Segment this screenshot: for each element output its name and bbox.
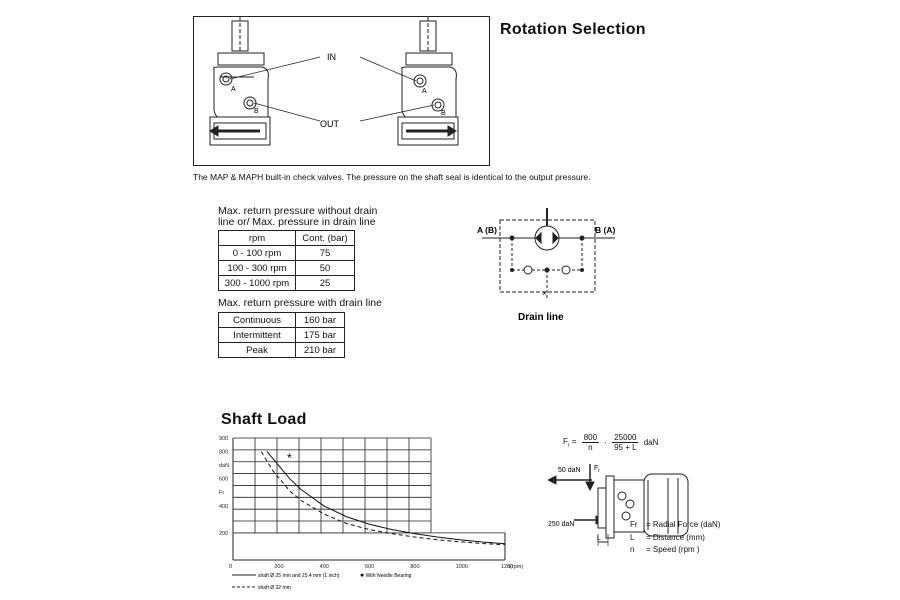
rotation-caption: The MAP & MAPH built-in check valves. Th… [193, 172, 591, 182]
needle-bearing-star: * [287, 451, 292, 465]
definition-text: = Speed (rpm ) [646, 545, 700, 554]
definition-row: L = Distance (mm) [630, 532, 720, 545]
y-tick-label: Fr [219, 490, 224, 496]
drain-mode: Peak [218, 342, 296, 358]
formula-frac2-den: 95 + L [614, 443, 637, 452]
table-row: Continuous 160 bar [218, 312, 345, 328]
port-a-right: A [422, 88, 427, 95]
rotation-diagram-frame: IN OUT A B A B [193, 16, 490, 166]
table-row: 100 - 300 rpm 50 [218, 260, 355, 276]
y-tick-label: 400 [219, 504, 228, 510]
check-valve-right [561, 265, 571, 275]
radial-force-diagram: 50 daN 250 daN Fr L [548, 464, 689, 546]
chart-legend: shaft Ø 25 mm and 25.4 mm (1 inch) ✱ Wit… [232, 571, 532, 598]
x-tick-label: 200 [274, 564, 283, 570]
port-b-left: B [254, 108, 259, 115]
force-bottom-label: 250 daN [548, 521, 574, 528]
formula-frac2-num: 25000 [612, 433, 639, 443]
x-tick-label: 1000 [456, 564, 468, 570]
drain-value: 175 bar [295, 327, 345, 343]
rpm-range: 0 - 100 rpm [218, 245, 296, 261]
shaft-load-title: Shaft Load [221, 411, 307, 428]
rpm-range: 300 - 1000 rpm [218, 275, 296, 291]
rotation-title: Rotation Selection [500, 21, 646, 38]
legend-dashed-label: shaft Ø 32 mm [258, 585, 291, 591]
definition-row: n = Speed (rpm ) [630, 544, 720, 557]
legend-solid-label: shaft Ø 25 mm and 25.4 mm (1 inch) [258, 573, 340, 579]
port-a-left: A [231, 86, 236, 93]
x-axis-label: n(rpm) [507, 564, 523, 570]
port-label-left: A (B) [477, 225, 497, 235]
y-tick-label: daN [219, 463, 229, 469]
motor-right-drawing [397, 17, 459, 146]
formula-lhs-sub: r [567, 442, 570, 449]
x-tick-label: 0 [229, 564, 232, 570]
drain-mode: Intermittent [218, 327, 296, 343]
definition-symbol: L [630, 532, 635, 542]
table-row: 300 - 1000 rpm 25 [218, 275, 355, 291]
rotation-diagram: IN OUT A B A B [209, 17, 459, 146]
formula-lhs: F [563, 436, 568, 446]
hydraulic-schematic: × A (B) B (A) Drain line [477, 208, 615, 323]
header-rpm: rpm [218, 230, 296, 246]
drain-mode: Continuous [218, 312, 296, 328]
port-b-right: B [441, 110, 446, 117]
leader-lines [229, 56, 435, 122]
drain-pressure-table: Continuous 160 bar Intermittent 175 bar … [218, 312, 345, 358]
definition-symbol: n [630, 545, 635, 554]
motor-symbol [534, 225, 560, 251]
rpm-range: 100 - 300 rpm [218, 260, 296, 276]
in-label: IN [327, 52, 336, 62]
radial-force-formula: Fr = 800 n · 25000 95 + L daN [563, 433, 658, 452]
port-label-right: B (A) [595, 225, 615, 235]
cont-value: 50 [295, 260, 355, 276]
force-top-label: 50 daN [558, 467, 581, 474]
x-tick-label: 1200 [501, 564, 513, 570]
table-row: Peak 210 bar [218, 342, 345, 358]
return-pressure-title-line2: line or/ Max. pressure in drain line [218, 216, 376, 228]
drain-value: 210 bar [295, 342, 345, 358]
y-tick-label: 800 [219, 450, 228, 456]
drain-pressure-title: Max. return pressure with drain line [218, 297, 382, 309]
series-line-solid [266, 451, 506, 545]
formula-eq: = [571, 436, 577, 446]
cont-value: 25 [295, 275, 355, 291]
table-row: Intermittent 175 bar [218, 327, 345, 343]
return-pressure-title: Max. return pressure without drain line … [218, 206, 377, 228]
cont-value: 75 [295, 245, 355, 261]
definition-symbol: Fr [630, 520, 638, 529]
table-row: 0 - 100 rpm 75 [218, 245, 355, 261]
formula-dot: · [604, 438, 607, 447]
y-tick-label: 600 [219, 477, 228, 483]
drain-cross: × [542, 289, 547, 298]
header-cont: Cont. (bar) [295, 230, 355, 246]
formula-frac1-den: n [588, 443, 593, 452]
motor-body-drawing [613, 479, 645, 533]
return-pressure-title-line1: Max. return pressure without drain [218, 205, 378, 217]
table-header-row: rpm Cont. (bar) [218, 230, 355, 246]
drain-value: 160 bar [295, 312, 345, 328]
legend-needle-label: ✱ With Needle Bearing [360, 573, 412, 579]
x-tick-label: 400 [320, 564, 329, 570]
y-tick-label: 200 [219, 531, 228, 537]
series-line-dashed [260, 451, 506, 546]
motor-left-drawing [209, 17, 271, 146]
out-label: OUT [320, 119, 340, 129]
distance-l-label: L [597, 535, 601, 542]
definition-text: = Radial Force (daN) [646, 520, 721, 529]
y-tick-label: 900 [219, 436, 228, 442]
x-tick-label: 600 [365, 564, 374, 570]
drain-line-label: Drain line [518, 312, 564, 323]
fr-label: Fr [594, 465, 600, 474]
x-tick-label: 800 [410, 564, 419, 570]
check-valve-left [523, 265, 533, 275]
symbol-definitions: Fr= Radial Force (daN) L= Distance (mm) … [630, 519, 720, 557]
formula-unit: daN [643, 438, 659, 447]
formula-frac1-num: 800 [581, 433, 600, 443]
definition-row: Fr = Radial Force (daN) [630, 519, 720, 532]
schematic-frame [499, 219, 596, 293]
definition-text: = Distance (mm) [646, 532, 705, 542]
return-pressure-table: rpm Cont. (bar) 0 - 100 rpm 75 100 - 300… [218, 230, 355, 291]
